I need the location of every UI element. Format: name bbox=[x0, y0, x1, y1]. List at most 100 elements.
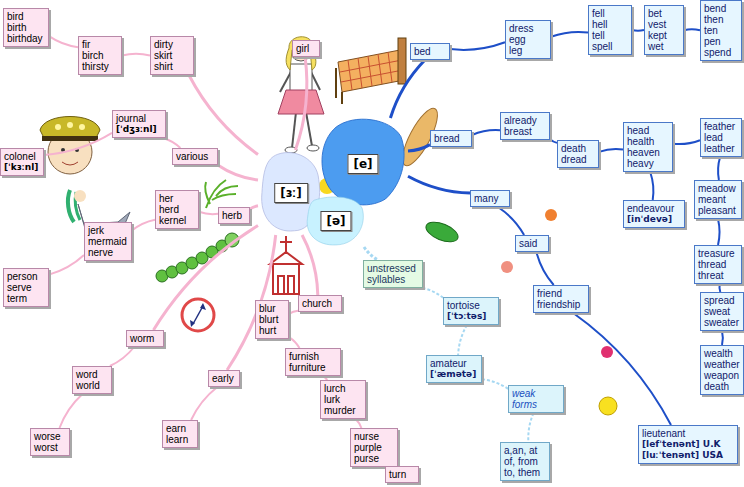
word-box: endeavour[inˈdevə] bbox=[623, 200, 685, 228]
colonel-face bbox=[55, 124, 61, 130]
phonetic-text: [ˈæmətə] bbox=[430, 369, 478, 380]
word-text: weak forms bbox=[512, 388, 560, 410]
word-text: [e] bbox=[347, 154, 378, 174]
word-text: wealth weather weapon death bbox=[704, 348, 740, 392]
colonel-face bbox=[42, 136, 98, 141]
compass-symbol bbox=[200, 303, 206, 310]
bed-picture bbox=[338, 50, 404, 92]
branch-line bbox=[218, 165, 258, 180]
branch-line bbox=[599, 149, 623, 152]
word-box: girl bbox=[292, 40, 320, 57]
girl-figure bbox=[306, 112, 312, 146]
word-box: many bbox=[470, 190, 510, 207]
branch-line bbox=[721, 331, 724, 345]
branch-line bbox=[718, 157, 720, 180]
phonetic-text: [ˈkɜːnl] bbox=[4, 162, 40, 173]
word-text: person serve term bbox=[7, 271, 45, 304]
word-text: early bbox=[212, 373, 236, 384]
word-box: turn bbox=[385, 466, 419, 483]
branch-line bbox=[163, 138, 180, 148]
colonel-face bbox=[79, 124, 85, 130]
word-box: said bbox=[515, 235, 549, 252]
bed-picture bbox=[336, 38, 406, 104]
word-text: jerk mermaid nerve bbox=[88, 225, 128, 258]
word-text: already breast bbox=[504, 115, 546, 137]
branch-line bbox=[49, 255, 84, 275]
word-box: bird birth birthday bbox=[3, 8, 49, 47]
compass-symbol bbox=[193, 306, 203, 324]
word-text: unstressed syllables bbox=[367, 263, 419, 285]
fruit-pictures bbox=[601, 346, 613, 358]
mermaid-picture bbox=[74, 190, 86, 202]
vowel-blob: [e] bbox=[318, 118, 408, 210]
branch-line bbox=[302, 235, 318, 295]
word-text: fell hell tell spell bbox=[592, 8, 628, 52]
branch-line bbox=[550, 139, 557, 143]
word-text: various bbox=[176, 151, 214, 162]
word-box: spread sweat sweater bbox=[700, 292, 744, 331]
branch-line bbox=[472, 130, 500, 135]
word-box: various bbox=[172, 148, 218, 165]
word-text: bread bbox=[434, 133, 468, 144]
word-box: jerk mermaid nerve bbox=[84, 222, 132, 261]
church-picture bbox=[270, 252, 302, 264]
branch-line bbox=[408, 145, 430, 151]
word-text: death dread bbox=[561, 143, 595, 165]
word-box: wealth weather weapon death bbox=[700, 345, 744, 395]
girl-figure bbox=[278, 90, 324, 114]
colonel-face bbox=[62, 162, 78, 165]
word-text: blur blurt hurt bbox=[259, 303, 285, 336]
word-text: dirty skirt shirt bbox=[154, 39, 190, 72]
word-text: lurch lurk murder bbox=[324, 383, 362, 416]
branch-line bbox=[199, 212, 218, 214]
word-box: treasure thread threat bbox=[694, 245, 742, 284]
word-text: colonel bbox=[4, 151, 40, 162]
church-picture bbox=[288, 276, 294, 294]
compass-symbol bbox=[182, 299, 214, 331]
branch-line bbox=[673, 140, 700, 144]
church-picture bbox=[278, 276, 284, 294]
word-text: feather lead leather bbox=[704, 121, 738, 154]
word-box: nurse purple purse bbox=[350, 428, 398, 467]
girl-figure bbox=[307, 145, 319, 151]
branch-line bbox=[122, 54, 150, 56]
word-box: meadow meant pleasant bbox=[694, 180, 742, 219]
word-box: feather lead leather bbox=[700, 118, 742, 157]
phonetic-text: [luːˈtenənt] USA bbox=[642, 450, 734, 461]
word-box: weak forms bbox=[508, 385, 564, 413]
word-box: bend then ten pen spend bbox=[700, 0, 742, 61]
word-text: bed bbox=[414, 46, 446, 57]
branch-line bbox=[154, 226, 259, 331]
mermaid-picture bbox=[68, 190, 74, 222]
word-text: journal bbox=[116, 113, 162, 124]
word-box: her herd kernel bbox=[155, 190, 199, 229]
branch-line bbox=[528, 413, 533, 442]
word-text: furnish furniture bbox=[289, 351, 337, 373]
word-box: earn learn bbox=[162, 420, 198, 448]
word-box: unstressed syllables bbox=[363, 260, 423, 288]
word-box: word world bbox=[72, 366, 112, 394]
word-text: [ə] bbox=[320, 211, 351, 231]
word-box: lurch lurk murder bbox=[320, 380, 366, 419]
word-box: bed bbox=[410, 43, 450, 60]
word-text: worse worst bbox=[34, 431, 66, 453]
compass-symbol bbox=[182, 299, 214, 331]
branch-line bbox=[289, 337, 300, 348]
word-text: word world bbox=[76, 369, 108, 391]
word-box: furnish furniture bbox=[285, 348, 341, 376]
branch-line bbox=[110, 347, 134, 366]
word-box: journal[ˈdʒɜːnl] bbox=[112, 110, 166, 138]
word-box: colonel[ˈkɜːnl] bbox=[0, 148, 44, 176]
branch-line bbox=[498, 207, 524, 235]
word-text: her herd kernel bbox=[159, 193, 195, 226]
word-box: a,an, at of, from to, them bbox=[500, 442, 550, 481]
word-text: friend friendship bbox=[537, 288, 585, 310]
word-box: head health heaven heavy bbox=[623, 122, 673, 172]
branch-line bbox=[295, 57, 306, 150]
word-text: lieutenant bbox=[642, 428, 734, 439]
word-text: earn learn bbox=[166, 423, 194, 445]
word-box: bet vest kept wet bbox=[644, 5, 684, 55]
church-picture bbox=[280, 241, 292, 243]
word-box: worm bbox=[126, 330, 164, 347]
word-text: tortoise bbox=[447, 300, 495, 311]
